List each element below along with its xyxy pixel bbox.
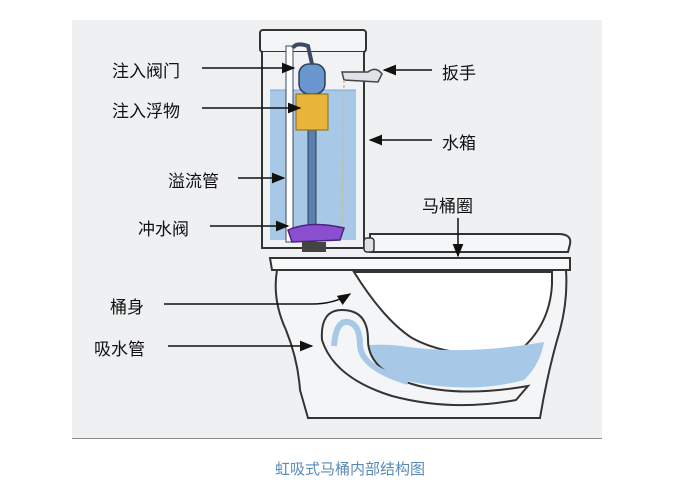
label-tank: 水箱 (442, 134, 476, 154)
label-overflow-tube: 溢流管 (168, 172, 219, 192)
bowl-water (334, 342, 544, 388)
handle-lever (341, 68, 383, 83)
lift-chain (341, 79, 345, 231)
diagram-figure: 注入阀门 注入浮物 扳手 水箱 溢流管 冲水阀 马桶圈 桶身 吸水管 (72, 20, 602, 438)
figure-divider (72, 438, 602, 439)
label-siphon: 吸水管 (94, 340, 145, 360)
label-flush-valve: 冲水阀 (138, 220, 189, 240)
hinge (363, 237, 375, 253)
figure-caption: 虹吸式马桶内部结构图 (274, 460, 425, 478)
label-bowl: 桶身 (110, 298, 144, 318)
fill-valve (298, 63, 326, 95)
seat-lid (369, 233, 572, 253)
seat-assembly (268, 233, 572, 271)
label-handle: 扳手 (442, 64, 476, 84)
fill-float (295, 93, 329, 131)
bowl (274, 269, 568, 419)
seat-ring (268, 257, 571, 271)
tank-lid (259, 29, 367, 53)
leader-arrows (164, 62, 464, 352)
flush-outlet (302, 242, 326, 252)
siphon-water (331, 318, 409, 385)
flush-valve-flapper (287, 223, 345, 243)
refill-hose (291, 42, 314, 65)
toilet-cutaway-drawing (164, 29, 572, 419)
siphon-trap (320, 308, 531, 407)
label-seat: 马桶圈 (422, 197, 473, 217)
label-fill-float: 注入浮物 (112, 102, 180, 122)
arrow-bowl (164, 293, 352, 306)
overflow-tube (285, 45, 294, 243)
label-fill-valve: 注入阀门 (112, 62, 180, 82)
